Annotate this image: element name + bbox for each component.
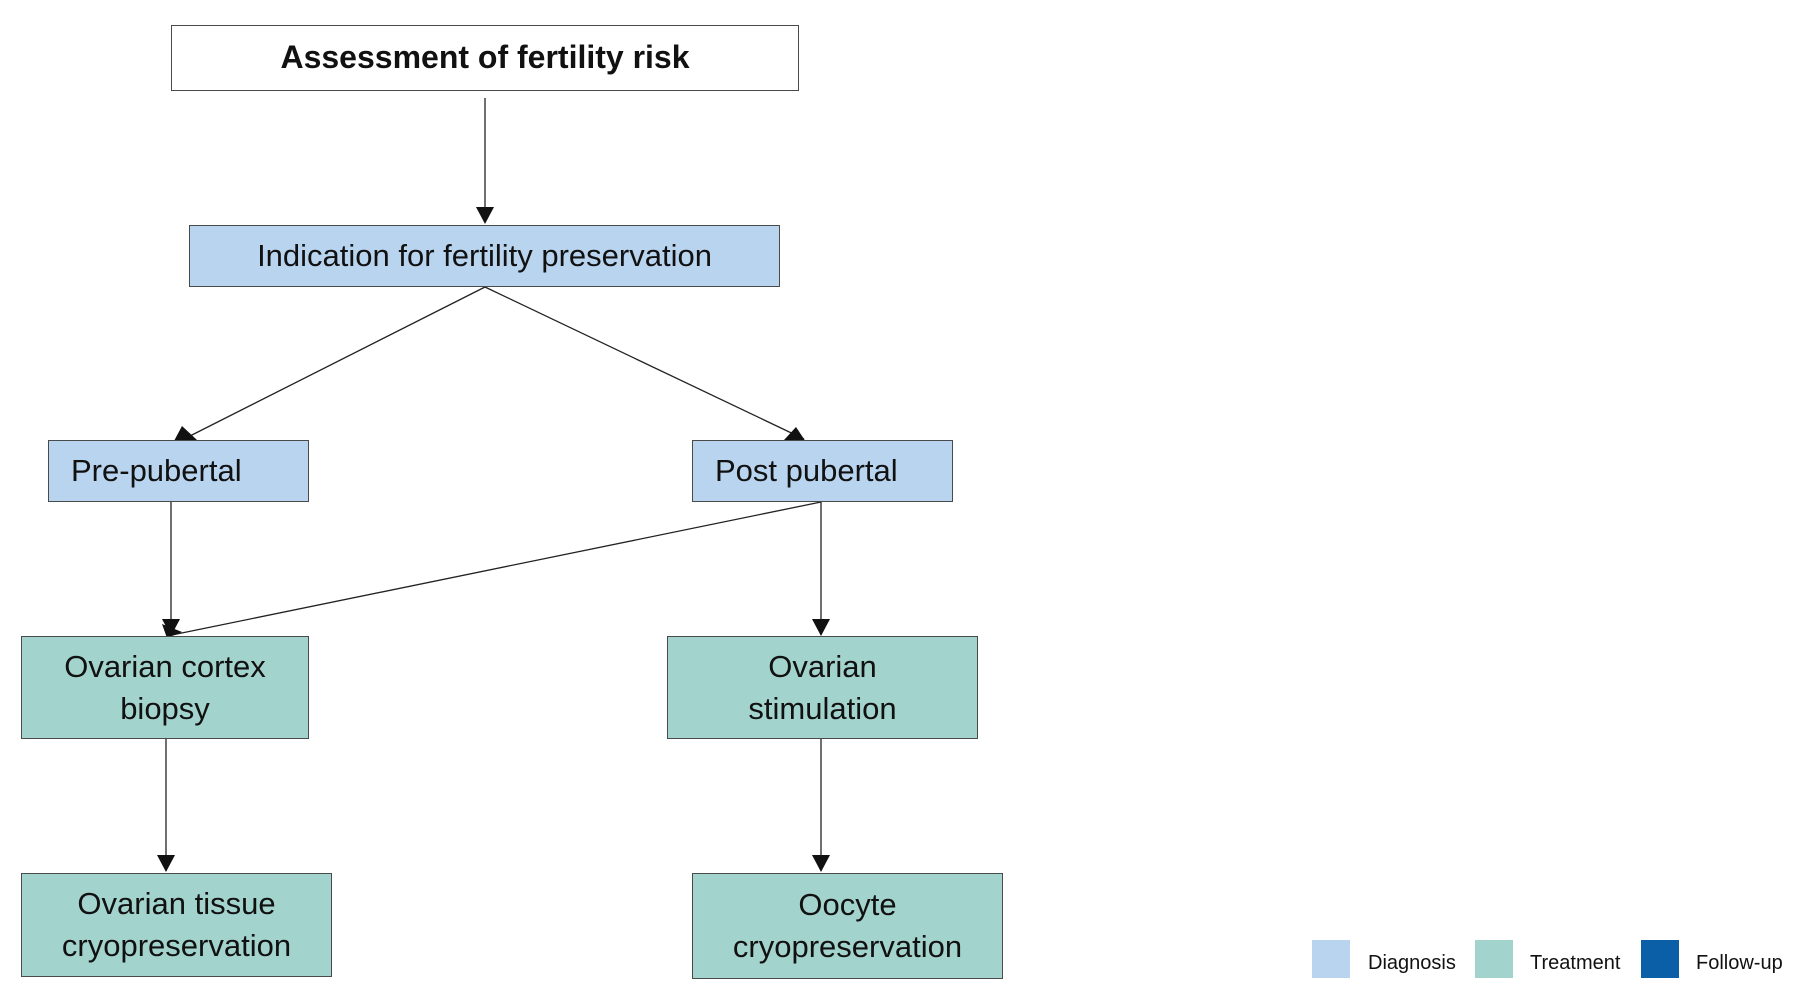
node-ovarian-cortex-biopsy: Ovarian cortex biopsy <box>21 636 309 739</box>
node-indication-label: Indication for fertility preservation <box>257 238 712 274</box>
legend-label-follow-up: Follow-up <box>1696 952 1783 974</box>
arrowhead <box>157 855 175 872</box>
node-indication: Indication for fertility preservation <box>189 225 780 287</box>
node-oocyte-cryo-line2: cryopreservation <box>732 929 963 964</box>
arrow-indication-to-post-pubertal <box>484 286 805 440</box>
arrowhead <box>812 855 830 872</box>
node-pre-pubertal-label: Pre-pubertal <box>71 453 242 489</box>
node-ovarian-stimulation-line2: stimulation <box>748 690 897 726</box>
node-ovarian-stimulation: Ovarian stimulation <box>667 636 978 739</box>
legend-swatch-diagnosis <box>1312 940 1350 978</box>
node-ovarian-cortex-biopsy-line2: biopsy <box>120 690 210 726</box>
node-oocyte-cryopreservation: Oocyte cryopreservation <box>692 873 1003 979</box>
arrowhead <box>162 624 182 638</box>
arrowhead <box>812 619 830 636</box>
node-post-pubertal: Post pubertal <box>692 440 953 502</box>
legend-label-treatment: Treatment <box>1530 952 1621 974</box>
node-assessment: Assessment of fertility risk <box>171 25 799 91</box>
node-ovarian-tissue-cryo-line1: Ovarian tissue <box>77 886 276 922</box>
node-pre-pubertal: Pre-pubertal <box>48 440 309 502</box>
node-post-pubertal-label: Post pubertal <box>715 453 898 489</box>
arrowhead <box>476 207 494 224</box>
legend-swatch-treatment <box>1475 940 1513 978</box>
arrow-indication-to-pre-pubertal <box>183 286 486 440</box>
arrow-post-pubertal-to-cortex-biopsy <box>171 501 822 636</box>
node-ovarian-stimulation-line1: Ovarian <box>768 648 877 684</box>
legend-swatch-follow-up <box>1641 940 1679 978</box>
arrowhead <box>162 619 180 636</box>
arrowhead <box>174 426 197 441</box>
node-assessment-label: Assessment of fertility risk <box>280 39 690 76</box>
node-ovarian-cortex-biopsy-line1: Ovarian cortex <box>64 648 266 684</box>
node-oocyte-cryo-line1: Oocyte <box>798 887 897 923</box>
arrowhead <box>784 427 806 442</box>
node-ovarian-tissue-cryopreservation: Ovarian tissue cryopreservation <box>21 873 332 977</box>
legend-label-diagnosis: Diagnosis <box>1368 952 1456 974</box>
node-ovarian-tissue-cryo-line2: cryopreservation <box>61 928 292 963</box>
